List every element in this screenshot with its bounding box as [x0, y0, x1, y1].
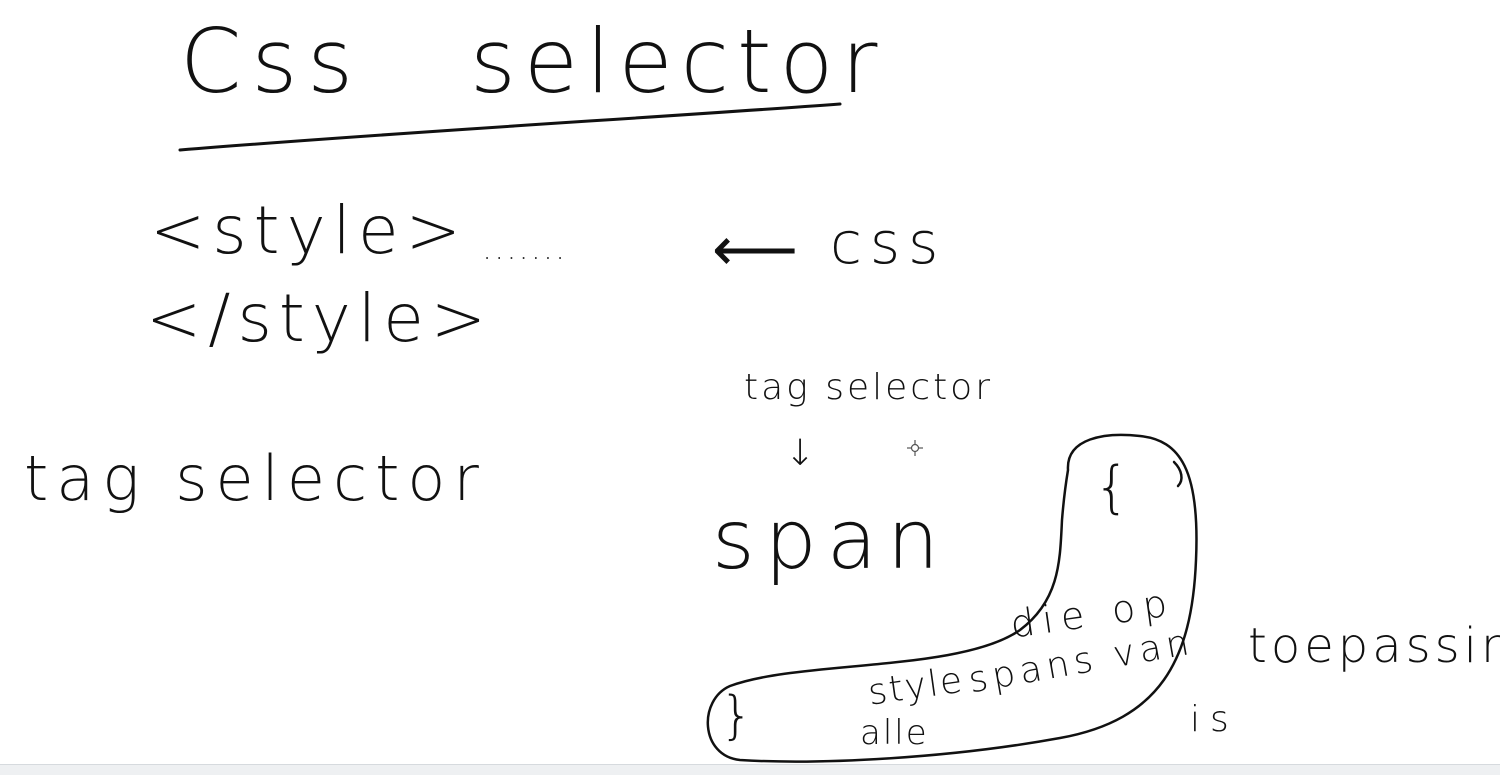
tag-selector-heading: tag selector: [24, 442, 487, 515]
down-arrow-icon: ↓: [785, 433, 816, 474]
tag-selector-annotation: tag selector: [744, 367, 994, 408]
outline-tail: [1172, 460, 1183, 488]
dotted-leader: .......: [482, 229, 568, 267]
note-toepassing: toepassing: [1248, 618, 1500, 674]
close-brace: }: [720, 686, 754, 746]
style-close-tag: </style>: [146, 280, 494, 357]
left-arrow-icon: ⟵: [712, 215, 799, 285]
title-word-css: Css: [180, 10, 364, 113]
open-brace: {: [1094, 455, 1130, 520]
crosshair-move-cursor-icon: [907, 440, 923, 456]
note-alle: alle: [860, 713, 929, 753]
style-open-tag: <style>: [150, 192, 468, 269]
css-label: css: [830, 209, 947, 277]
title-word-selector: selector: [470, 10, 886, 113]
bottom-status-strip: [0, 764, 1500, 775]
note-is: is: [1190, 699, 1239, 740]
span-selector-word: span: [712, 493, 949, 588]
note-style: style: [865, 659, 967, 714]
